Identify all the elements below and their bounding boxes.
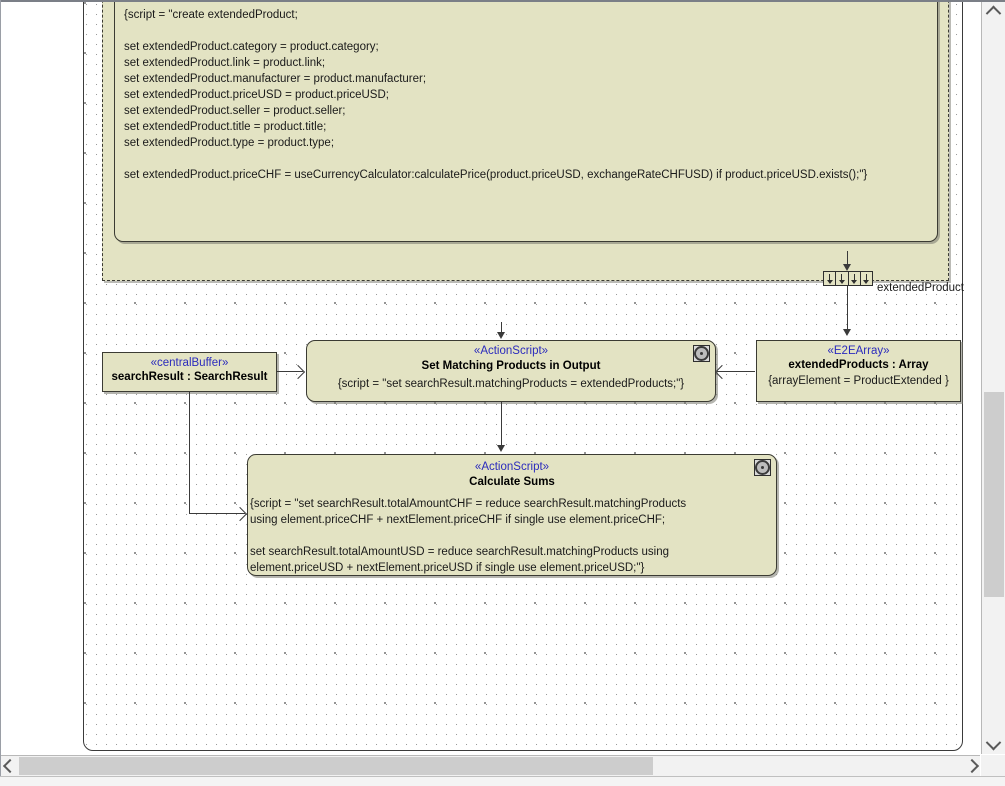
- arrow-head-to-array: [843, 329, 851, 336]
- connector-match-to-sums: [501, 402, 502, 446]
- chevron-left-icon: [2, 758, 17, 774]
- horizontal-scrollbar-thumb[interactable]: [19, 757, 653, 775]
- action-node-calculate-sums[interactable]: «ActionScript» Calculate Sums {script = …: [247, 454, 777, 576]
- diagram-canvas[interactable]: «ActionScript» Calculate CHF Prices {scr…: [1, 2, 980, 754]
- scroll-up-button[interactable]: [983, 2, 1004, 22]
- window-left-border: [0, 0, 1, 786]
- stereotype-label: «centralBuffer»: [150, 357, 229, 369]
- node-script-body: {script = "set searchResult.matchingProd…: [337, 378, 685, 390]
- node-title: Set Matching Products in Output: [421, 360, 601, 372]
- connector-pin-to-array: [847, 286, 848, 330]
- action-script-icon[interactable]: [693, 345, 710, 362]
- connector-buffer-to-match: [277, 371, 303, 372]
- node-title: extendedProducts : Array: [788, 359, 929, 371]
- action-node-calculate-chf-prices[interactable]: «ActionScript» Calculate CHF Prices {scr…: [114, 2, 938, 242]
- window-top-border: [0, 0, 1005, 2]
- stereotype-label: «E2EArray»: [827, 345, 890, 357]
- chevron-right-icon: [964, 758, 979, 774]
- scrollbar-corner: [981, 755, 1005, 776]
- connector-into-pin: [847, 251, 848, 267]
- expansion-pin-cell: [849, 272, 861, 285]
- vertical-scrollbar-thumb[interactable]: [984, 392, 1004, 597]
- scroll-right-button[interactable]: [963, 756, 980, 776]
- status-bar: [0, 776, 1005, 786]
- expansion-pin-label: extendedProduct: [877, 282, 964, 294]
- arrow-head-into-match-top: [497, 332, 505, 339]
- connector-buffer-to-sums-horizontal: [189, 513, 245, 514]
- expansion-pin-cell: [836, 272, 849, 285]
- arrow-head-match-to-sums: [497, 445, 505, 452]
- connector-buffer-to-sums-vertical: [189, 392, 190, 513]
- vertical-scrollbar[interactable]: [981, 2, 1005, 754]
- node-array-element: {arrayElement = ProductExtended }: [768, 375, 949, 387]
- expansion-pin-cell: [861, 272, 872, 285]
- node-script-body: {script = "create extendedProduct; set e…: [124, 9, 868, 181]
- chevron-down-icon: [985, 734, 1002, 751]
- node-title: searchResult : SearchResult: [111, 371, 268, 383]
- expansion-node-pin[interactable]: [823, 271, 873, 286]
- node-title: Calculate Sums: [469, 476, 555, 488]
- central-buffer-search-result[interactable]: «centralBuffer» searchResult : SearchRes…: [102, 352, 277, 392]
- arrow-head-into-pin: [843, 264, 851, 271]
- object-node-extended-products-array[interactable]: «E2EArray» extendedProducts : Array {arr…: [756, 340, 961, 402]
- connector-into-match-top: [501, 322, 502, 334]
- action-node-set-matching-products[interactable]: «ActionScript» Set Matching Products in …: [306, 340, 716, 402]
- diagram-frame: [83, 2, 963, 751]
- scroll-down-button[interactable]: [983, 734, 1004, 754]
- expansion-pin-cell: [824, 272, 837, 285]
- chevron-up-icon: [985, 5, 1002, 22]
- stereotype-label: «ActionScript»: [473, 345, 549, 357]
- action-script-icon[interactable]: [754, 459, 771, 476]
- stereotype-label: «ActionScript»: [474, 461, 550, 473]
- connector-array-to-match: [717, 371, 755, 372]
- horizontal-scrollbar[interactable]: [1, 755, 980, 776]
- scroll-left-button[interactable]: [1, 756, 18, 776]
- gear-ring-glyph: [694, 346, 709, 361]
- node-script-body: {script = "set searchResult.totalAmountC…: [250, 498, 687, 574]
- gear-ring-glyph: [755, 460, 770, 475]
